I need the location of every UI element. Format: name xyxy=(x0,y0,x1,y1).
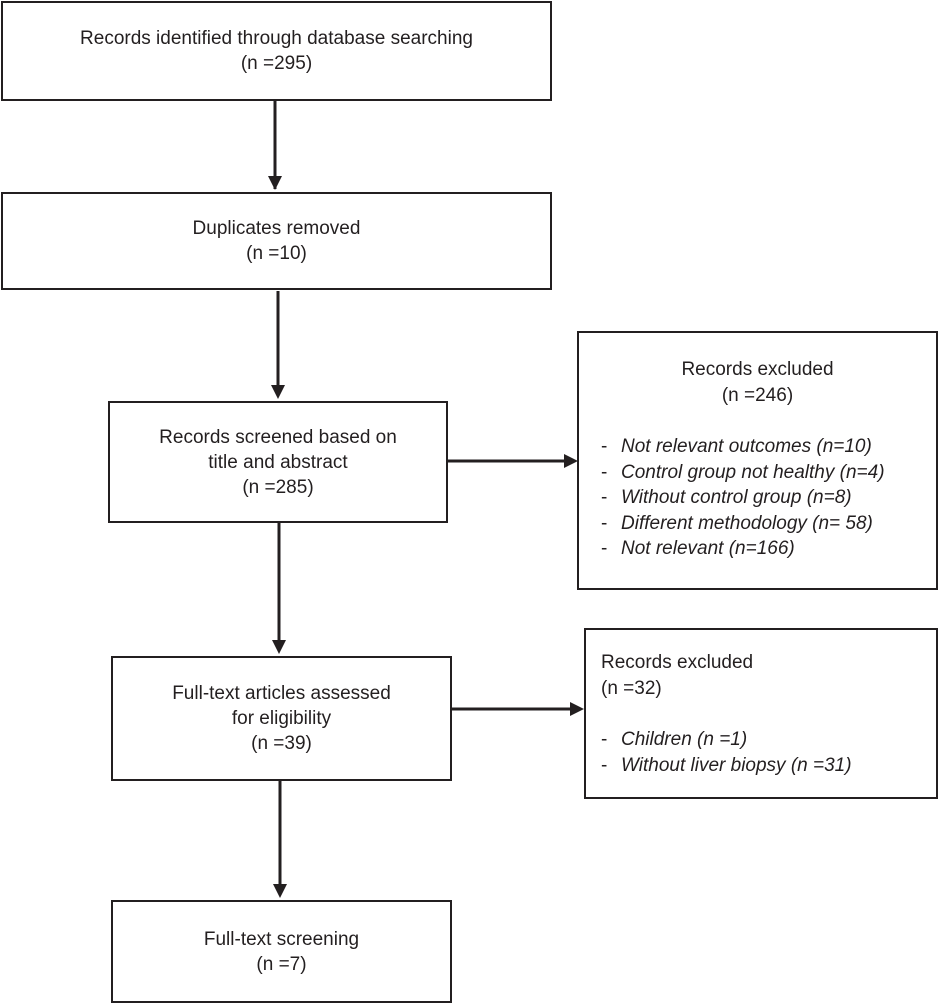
reason-text: Not relevant outcomes (n=10) xyxy=(621,436,872,457)
reason-item: - Control group not healthy (n=4) xyxy=(601,460,885,486)
excluded-screen-box: Records excluded (n =246) - Not relevant… xyxy=(577,331,938,590)
excluded-fulltext-reasons: - Children (n =1) - Without liver biopsy… xyxy=(601,727,852,778)
fulltext-label-1: Full-text articles assessed xyxy=(172,683,391,704)
bullet: - xyxy=(601,538,608,559)
reason-text: Children (n =1) xyxy=(621,729,748,750)
reason-item: - Children (n =1) xyxy=(601,727,852,753)
screened-box: Records screened based on title and abst… xyxy=(108,401,448,523)
reason-text: Different methodology (n= 58) xyxy=(621,512,873,534)
identified-box: Records identified through database sear… xyxy=(1,1,552,101)
bullet: - xyxy=(601,512,608,534)
reason-text: Control group not healthy (n=4) xyxy=(621,461,885,483)
reason-text: Without liver biopsy (n =31) xyxy=(621,754,852,776)
duplicates-box: Duplicates removed (n =10) xyxy=(1,192,552,290)
bullet: - xyxy=(601,729,608,750)
identified-label: Records identified through database sear… xyxy=(80,28,473,49)
reason-text: Not relevant (n=166) xyxy=(621,538,795,559)
bullet: - xyxy=(601,754,608,776)
excluded-fulltext-title: Records excluded xyxy=(601,652,754,673)
duplicates-count: (n =10) xyxy=(246,243,307,264)
screened-label-2: title and abstract xyxy=(208,451,348,473)
duplicates-label: Duplicates removed xyxy=(192,218,361,239)
reason-item: - Without liver biopsy (n =31) xyxy=(601,753,852,779)
reason-item: - Different methodology (n= 58) xyxy=(601,511,885,537)
bullet: - xyxy=(601,436,608,457)
fulltext-label-2: for eligibility xyxy=(231,708,332,729)
excluded-screen-title: Records excluded xyxy=(681,359,834,380)
reason-text: Without control group (n=8) xyxy=(621,487,852,508)
excluded-fulltext-count: (n =32) xyxy=(601,678,662,699)
excluded-screen-count: (n =246) xyxy=(721,385,794,406)
reason-item: - Not relevant (n=166) xyxy=(601,536,885,562)
fulltext-box: Full-text articles assessed for eligibil… xyxy=(111,656,452,781)
final-count: (n =7) xyxy=(256,953,307,975)
reason-item: - Without control group (n=8) xyxy=(601,485,885,511)
identified-count: (n =295) xyxy=(240,53,313,74)
reason-item: - Not relevant outcomes (n=10) xyxy=(601,434,885,460)
screened-label-1: Records screened based on xyxy=(159,426,397,448)
screened-count: (n =285) xyxy=(242,476,314,498)
final-label: Full-text screening xyxy=(203,928,360,950)
excluded-screen-reasons: - Not relevant outcomes (n=10) - Control… xyxy=(601,434,885,562)
fulltext-count: (n =39) xyxy=(251,733,312,754)
bullet: - xyxy=(601,461,608,483)
final-box: Full-text screening (n =7) xyxy=(111,900,452,1003)
bullet: - xyxy=(601,487,608,508)
excluded-fulltext-box: Records excluded (n =32) - Children (n =… xyxy=(584,628,938,799)
